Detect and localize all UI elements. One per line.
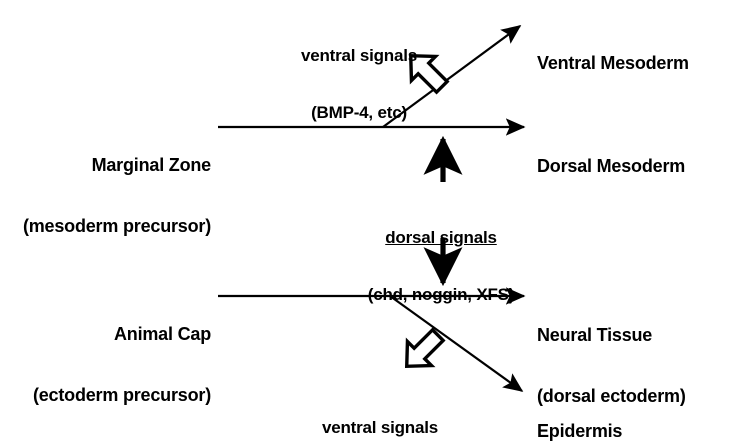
arrow-to-epidermis — [389, 295, 524, 392]
label-ventral-mesoderm: Ventral Mesoderm — [537, 13, 689, 114]
label-epidermis-line1: Epidermis — [537, 421, 623, 442]
label-dorsal-mesoderm: Dorsal Mesoderm — [537, 116, 685, 217]
label-marginal-zone-line2: (mesoderm precursor) — [22, 215, 211, 236]
label-dorsal-signals-line2: (chd, noggin, XFS) — [367, 285, 515, 305]
label-ventral-signals-top-line2: (BMP-4, etc) — [311, 103, 407, 123]
label-neural-tissue-line1: Neural Tissue — [537, 325, 653, 346]
label-ventral-signals-top-line1: ventral signals — [300, 46, 418, 66]
label-dorsal-signals: dorsal signals (chd, noggin, XFS) — [368, 190, 515, 342]
label-animal-cap: Animal Cap (ectoderm precursor) — [33, 284, 211, 445]
label-neural-tissue: Neural Tissue (dorsal ectoderm) — [537, 285, 686, 446]
label-neural-tissue-line2: (dorsal ectoderm) — [537, 385, 686, 406]
hollow-arrow-ventral-signal-bottom — [404, 327, 446, 369]
label-ventral-signals-bottom: ventral signals (BMP-4, etc) — [322, 380, 438, 448]
label-marginal-zone: Marginal Zone (mesoderm precursor) — [23, 115, 211, 276]
label-ventral-signals-top: ventral signals (BMP-4, etc) — [301, 8, 417, 160]
label-ventral-mesoderm-line1: Ventral Mesoderm — [537, 53, 689, 74]
label-animal-cap-line1: Animal Cap — [113, 324, 211, 345]
label-dorsal-signals-line1: dorsal signals — [385, 228, 497, 248]
label-dorsal-mesoderm-line1: Dorsal Mesoderm — [537, 156, 686, 177]
label-ventral-signals-bottom-line1: ventral signals — [321, 418, 439, 438]
hollow-arrow-ventral-signal-top — [408, 53, 450, 95]
label-animal-cap-line2: (ectoderm precursor) — [32, 384, 211, 405]
arrow-to-ventral-mesoderm — [382, 25, 522, 128]
label-marginal-zone-line1: Marginal Zone — [91, 155, 212, 176]
label-epidermis: Epidermis (ventral ectoderm) — [537, 381, 690, 448]
